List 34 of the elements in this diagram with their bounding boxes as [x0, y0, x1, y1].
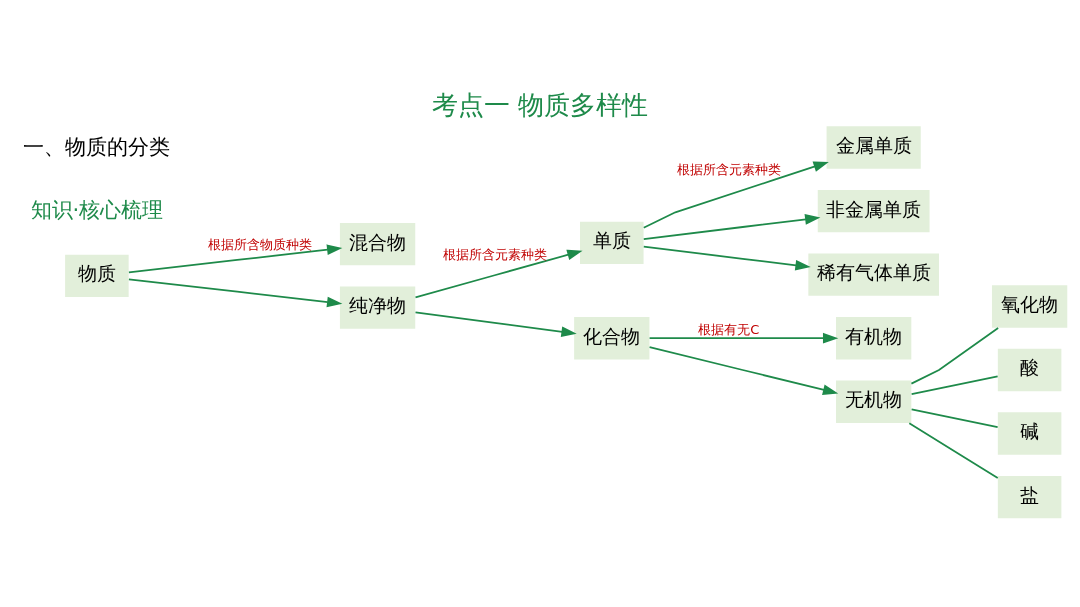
arrow: [642, 245, 811, 271]
connector: [910, 408, 999, 429]
node-box: 单质: [580, 221, 644, 265]
arrow: [648, 346, 839, 395]
label: 知识·核心梳理: [30, 197, 164, 223]
node-box: 稀有气体单质: [808, 253, 939, 296]
diagram-title: 考点一 物质多样性: [431, 90, 649, 121]
edge-label: 根据所含物质种类: [208, 236, 313, 252]
node-box: 混合物: [339, 222, 416, 266]
node-box: 酸: [997, 348, 1062, 392]
connector: [908, 422, 999, 479]
node-box: 无机物: [836, 380, 912, 423]
node-box: 金属单质: [826, 126, 921, 169]
node-box: 化合物: [574, 317, 650, 360]
node-box: 纯净物: [339, 286, 416, 329]
connector: [910, 375, 999, 396]
arrow: [414, 311, 577, 338]
edge-label: 根据所含元素种类: [676, 162, 781, 178]
connector: [910, 327, 1000, 385]
node-box: 非金属单质: [817, 189, 930, 233]
arrow: [414, 249, 583, 299]
node-box: 氧化物: [991, 285, 1068, 328]
edge-label: 根据有无C: [698, 322, 760, 338]
node-box: 碱: [997, 412, 1062, 455]
arrow: [642, 161, 829, 229]
label: 一、物质的分类: [23, 133, 171, 159]
node-box: 物质: [65, 254, 129, 298]
node-box: 有机物: [836, 317, 912, 360]
node-box: 盐: [997, 475, 1062, 519]
arrow: [128, 244, 343, 274]
arrow: [128, 278, 343, 308]
edge-label: 根据所含元素种类: [442, 247, 547, 263]
arrow: [642, 214, 821, 240]
arrow: [648, 332, 839, 344]
